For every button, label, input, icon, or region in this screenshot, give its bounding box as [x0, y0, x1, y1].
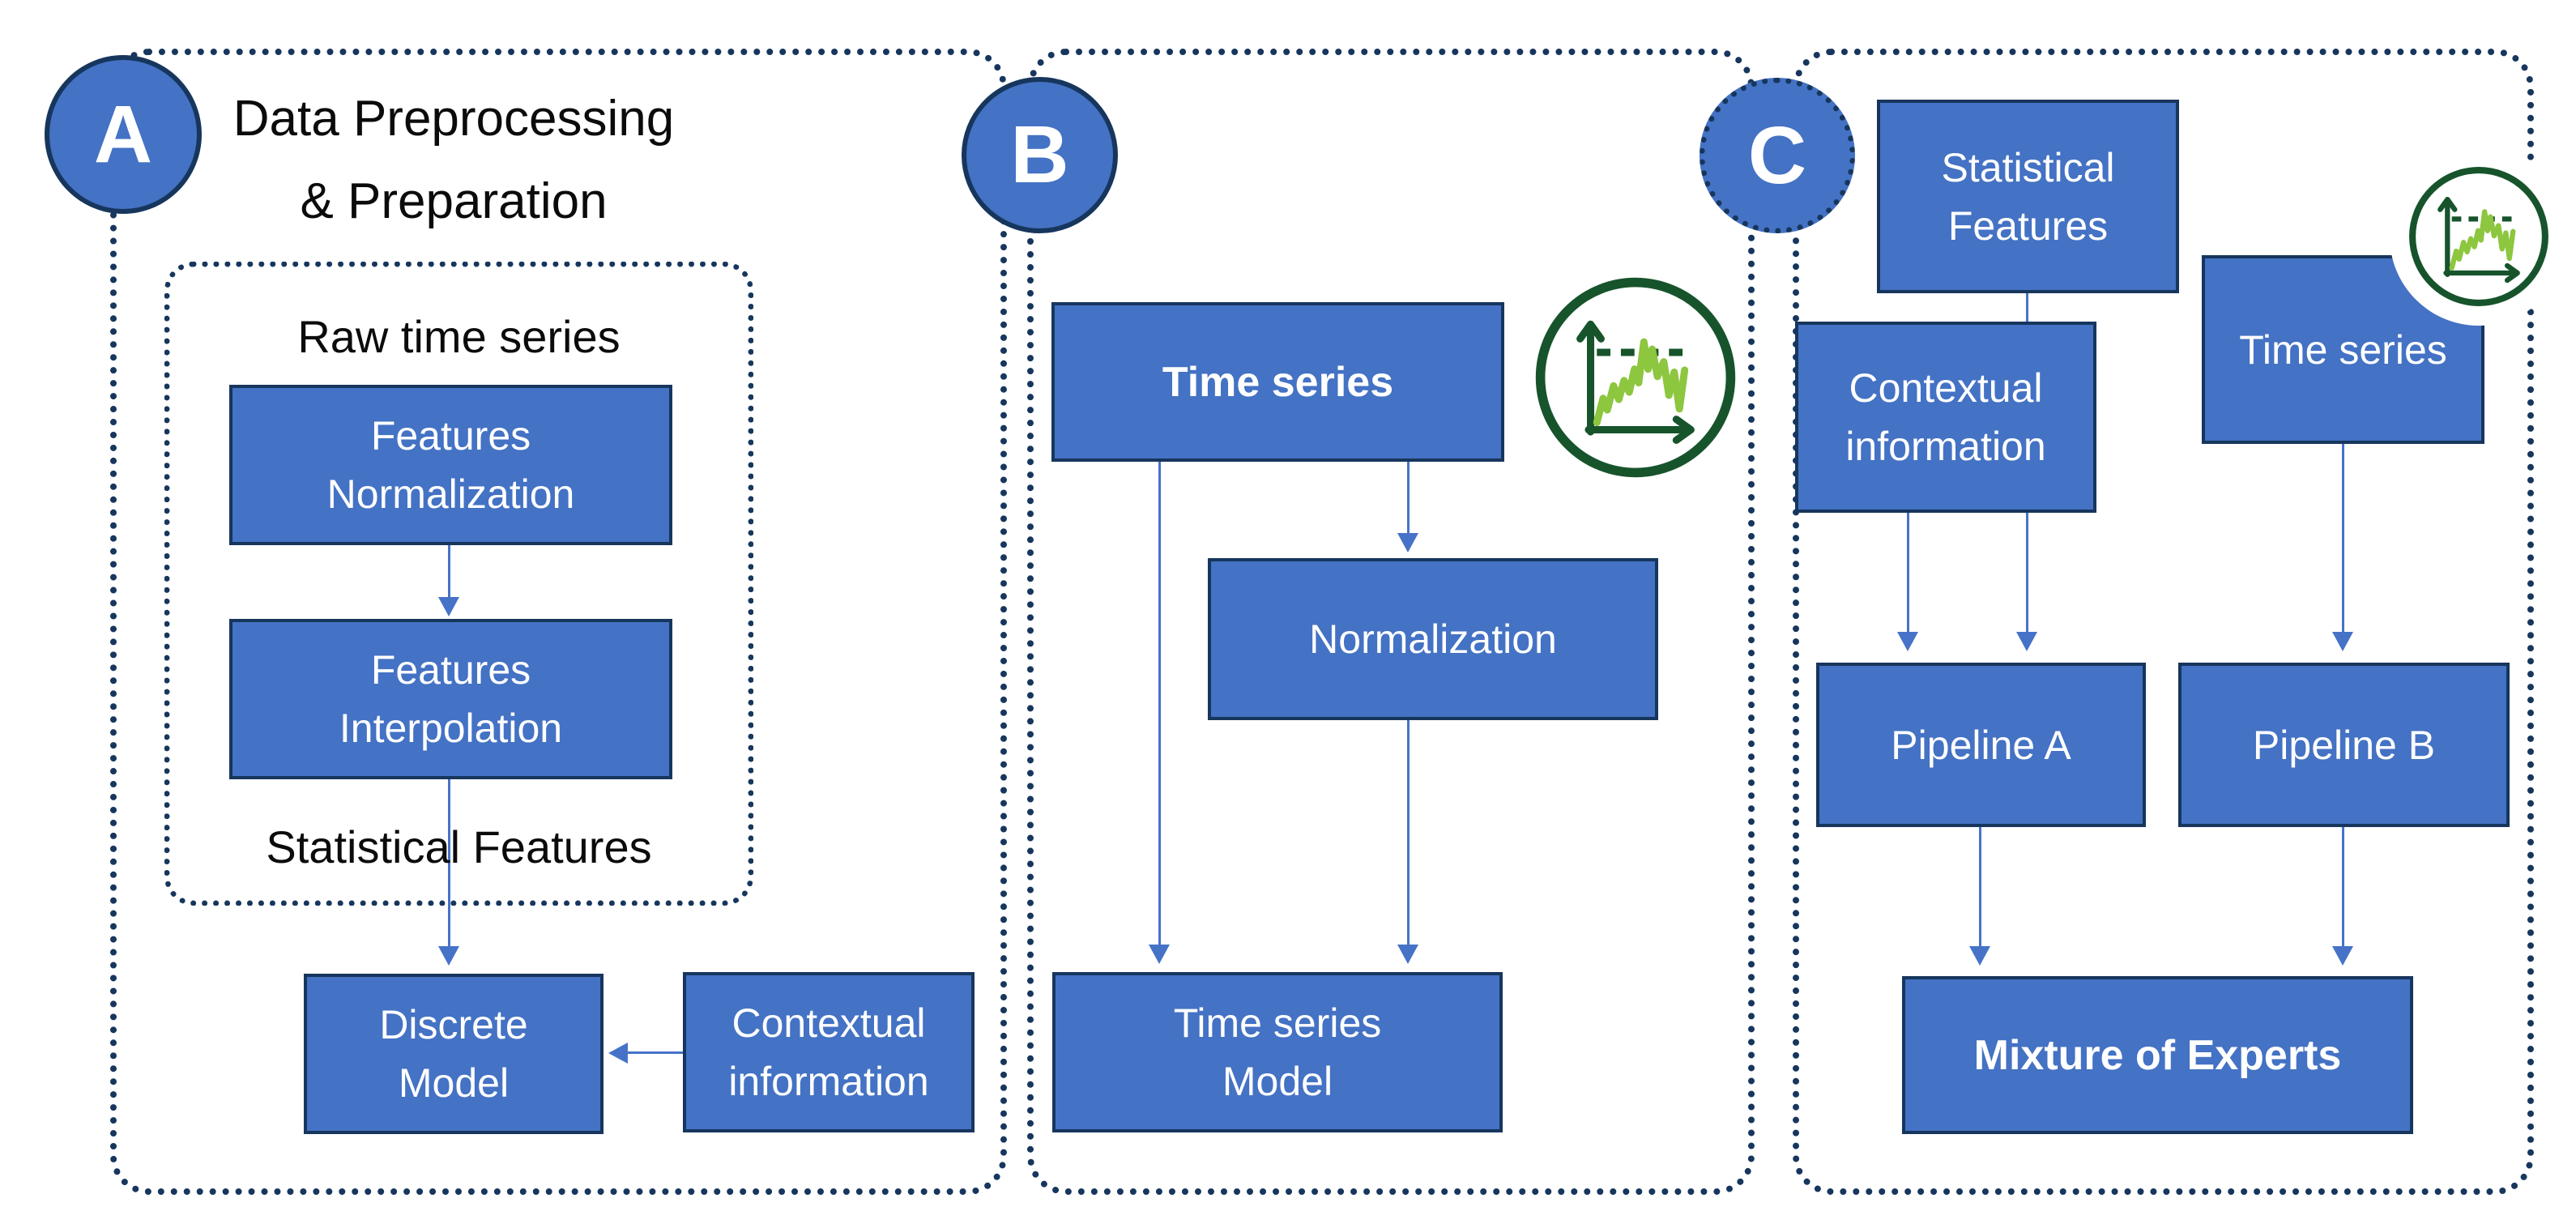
arrow-head	[1897, 632, 1918, 651]
time-series-b-label: Time series	[1162, 358, 1394, 406]
arrow-head	[438, 597, 459, 616]
normalization-box: Normalization	[1208, 558, 1658, 720]
statistical-features-box-c: Statistical Features	[1877, 100, 2179, 293]
arrow-head	[438, 946, 459, 966]
normalization-label: Normalization	[1309, 616, 1557, 662]
panel-a-title-line2: & Preparation	[300, 173, 608, 229]
panel-a-badge: A	[45, 55, 202, 214]
mixture-of-experts-label: Mixture of Experts	[1973, 1031, 2342, 1079]
arrow-line	[1158, 462, 1161, 945]
contextual-information-box-c: Contextual information	[1795, 322, 2096, 513]
discrete-model-box: Discrete Model	[304, 974, 603, 1134]
panel-c-frame	[1793, 49, 2534, 1195]
panel-c-badge: C	[1700, 78, 1855, 233]
time-series-model-line1: Time series	[1173, 1000, 1382, 1046]
arrow-head	[1149, 945, 1170, 964]
arrow-head	[608, 1043, 628, 1064]
arrow-line	[2342, 827, 2344, 946]
statistical-features-c-line1: Statistical	[1941, 144, 2115, 190]
statistical-features-label: Statistical Features	[266, 821, 652, 872]
features-normalization-line2: Normalization	[326, 471, 575, 517]
pipeline-b-box: Pipeline B	[2178, 663, 2510, 827]
features-interpolation-line1: Features	[370, 647, 531, 693]
raw-time-series-label: Raw time series	[297, 311, 621, 362]
pipeline-a-label: Pipeline A	[1891, 722, 2071, 768]
arrow-line	[1407, 720, 1410, 945]
mixture-of-experts-box: Mixture of Experts	[1902, 976, 2413, 1134]
discrete-model-line2: Model	[398, 1060, 510, 1106]
time-series-model-box: Time series Model	[1052, 972, 1503, 1132]
contextual-information-c-line1: Contextual	[1849, 365, 2043, 411]
pipeline-a-box: Pipeline A	[1816, 663, 2146, 827]
contextual-information-c-line2: information	[1845, 424, 2046, 469]
arrow-line	[2342, 444, 2344, 632]
time-series-chart-icon-b	[1531, 273, 1740, 482]
panel-a-inner-frame	[164, 262, 753, 906]
pipeline-b-label: Pipeline B	[2252, 722, 2436, 768]
time-series-chart-icon-c	[2406, 164, 2552, 309]
arrow-head	[2016, 632, 2037, 651]
panel-b-frame	[1027, 49, 1755, 1195]
panel-a-title-line1: Data Preprocessing	[232, 91, 675, 147]
arrow-line	[1979, 827, 1981, 946]
arrow-head	[1969, 946, 1990, 966]
contextual-information-box-a: Contextual information	[683, 972, 975, 1132]
arrow-head	[2332, 946, 2353, 966]
arrow-line	[448, 779, 450, 946]
features-interpolation-box: Features Interpolation	[229, 619, 672, 779]
arrow-line	[448, 545, 450, 597]
statistical-features-c-line2: Features	[1947, 203, 2109, 249]
panel-a-frame	[110, 49, 1007, 1195]
features-normalization-line1: Features	[370, 413, 531, 458]
time-series-box-b: Time series	[1051, 302, 1504, 462]
arrow-head	[2332, 632, 2353, 651]
contextual-information-a-line2: information	[728, 1059, 929, 1104]
arrow-line	[1407, 462, 1410, 533]
panel-a-title: Data Preprocessing & Preparation	[186, 78, 721, 243]
arrow-line	[1907, 513, 1909, 632]
discrete-model-line1: Discrete	[379, 1002, 528, 1047]
arrow-head	[1397, 533, 1418, 552]
panel-b-badge: B	[962, 77, 1118, 233]
features-interpolation-line2: Interpolation	[339, 706, 563, 751]
arrow-line	[628, 1051, 683, 1054]
contextual-information-a-line1: Contextual	[731, 1000, 926, 1046]
features-normalization-box: Features Normalization	[229, 385, 672, 545]
time-series-c-label: Time series	[2239, 326, 2447, 373]
time-series-model-line2: Model	[1222, 1059, 1333, 1104]
arrow-head	[1397, 945, 1418, 964]
